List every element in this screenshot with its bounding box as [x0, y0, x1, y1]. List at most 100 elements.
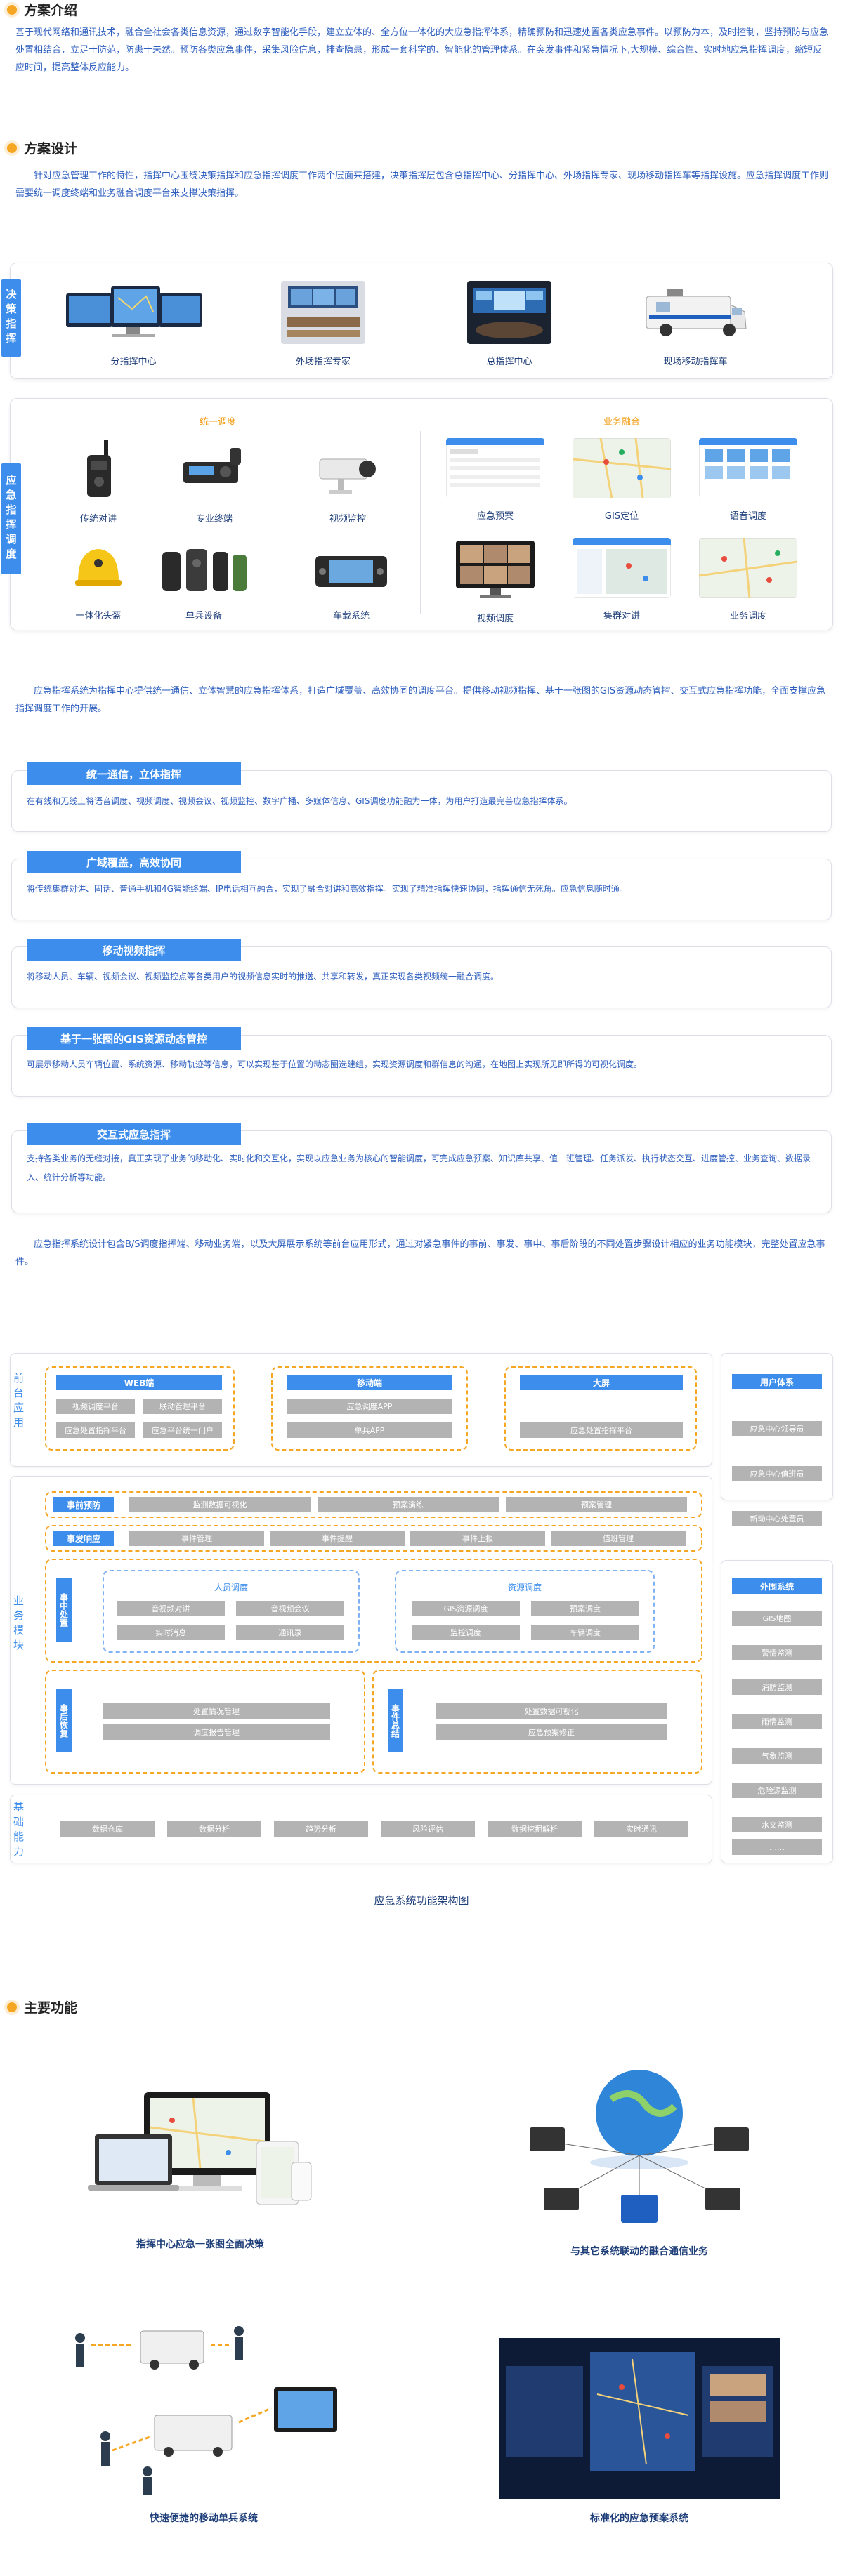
bullet-icon [7, 2002, 17, 2012]
business-item-label: 集群对讲 [603, 611, 640, 621]
business-item-voice: 语音调度 [695, 437, 801, 522]
globe-network-image [530, 2070, 749, 2223]
base-item: 数据仓库 [60, 1821, 155, 1837]
base-item: 趋势分析 [274, 1821, 368, 1837]
design-text: 针对应急管理工作的特性，指挥中心围绕决策指挥和应急指挥调度工作两个层面来搭建，决… [15, 171, 829, 199]
decision-item-label: 外场指挥专家 [295, 357, 351, 367]
during-head: 事中处置 [56, 1578, 72, 1642]
arch-intro-text: 应急指挥系统设计包含B/S调度指挥端、移动业务端，以及大屏展示系统等前台应用形式… [15, 1239, 825, 1267]
base-item: 数据挖掘解析 [488, 1821, 582, 1837]
platform-text: 应急指挥系统为指挥中心提供统一通信、立体智慧的应急指挥体系，打造广域覆盖、高效协… [15, 686, 826, 714]
function-caption: 指挥中心应急一张图全面决策 [136, 2239, 264, 2250]
design-title: 方案设计 [24, 141, 78, 157]
control-hall-image [467, 281, 551, 344]
multi-device-image [88, 2092, 312, 2205]
decision-item-label: 现场移动指挥车 [663, 357, 728, 367]
feature-head: 广域覆盖，高效协同 [27, 851, 241, 873]
function-caption: 标准化的应急预案系统 [590, 2513, 688, 2524]
car-radio-terminal-icon [183, 448, 241, 483]
resource-group [395, 1570, 655, 1653]
personnel-title: 人员调度 [214, 1583, 248, 1592]
incident-item: 事件管理 [129, 1531, 264, 1546]
web-item: 视频调度平台 [56, 1399, 135, 1414]
business-label: 业务模块 [12, 1595, 25, 1654]
mobile-soldier-scene-image [75, 2326, 337, 2495]
web-group [45, 1366, 235, 1451]
external-item: 警情监测 [732, 1645, 822, 1660]
web-item: 应急平台统一门户 [143, 1422, 222, 1438]
feature-box [11, 946, 832, 1008]
pre-warning-item: 预案演练 [318, 1497, 499, 1512]
incident-group [45, 1525, 702, 1552]
external-item: 水文监测 [732, 1817, 822, 1832]
feature-text: 将移动人员、车辆、视频会议、视频监控点等各类用户的视频信息实时的推送、共享和转发… [27, 972, 499, 982]
web-item: 联动管理平台 [143, 1399, 222, 1414]
after-group [45, 1670, 365, 1774]
feature-head: 交互式应急指挥 [27, 1123, 241, 1145]
users-item: 应急中心值班员 [732, 1466, 822, 1481]
feature-text: 在有线和无线上将语音调度、视频调度、视频会议、视频监控、数字广播、多媒体信息、G… [27, 796, 573, 806]
business-fusion-title: 业务融合 [603, 417, 640, 428]
summary-item: 处置数据可视化 [436, 1703, 667, 1719]
external-head: 外围系统 [732, 1578, 822, 1594]
mobile-item: 单兵APP [287, 1422, 452, 1438]
function-item-linkage: 与其它系统联动的融合通信业务 [513, 2057, 766, 2258]
summary-head: 事件总结 [388, 1689, 403, 1752]
base-item: 数据分析 [167, 1821, 261, 1837]
business-item-label: 语音调度 [729, 511, 766, 522]
unified-item-label: 专业终端 [195, 514, 233, 524]
dispatch-tab: 应急指挥调度 [1, 463, 21, 574]
incident-head: 事发响应 [53, 1531, 114, 1546]
screen-group [504, 1366, 697, 1451]
video-dispatch-screen [456, 541, 535, 598]
screen-item: 应急处置指挥平台 [520, 1422, 683, 1438]
feature-text: 支持各类业务的无缝对接，真正实现了业务的移动化、实时化和交互化，实现以应急业务为… [27, 1154, 811, 1182]
dispatch-panel [10, 398, 833, 630]
unified-item-label: 一体化头盔 [75, 611, 122, 621]
personnel-item: 实时消息 [117, 1625, 225, 1640]
decision-tab: 决策指挥 [1, 279, 21, 357]
function-caption: 与其它系统联动的融合通信业务 [570, 2246, 708, 2257]
unified-dispatch-title: 统一调度 [199, 417, 236, 428]
business-item-label: 应急预案 [476, 511, 514, 522]
panel-divider [420, 431, 421, 614]
incident-item: 事件上报 [410, 1531, 545, 1546]
decision-item-label: 总指挥中心 [486, 357, 532, 367]
resource-item: GIS资源调度 [412, 1601, 520, 1616]
after-item: 处置情况管理 [103, 1703, 330, 1719]
front-app-label: 前台应用 [12, 1373, 25, 1432]
decision-item-main-center: 总指挥中心 [464, 281, 555, 367]
business-item-cluster: 集群对讲 [569, 537, 674, 621]
mobile-head: 移动端 [287, 1375, 452, 1390]
function-item-mobile-soldier: 快速便捷的移动单兵系统 [56, 2317, 351, 2525]
resource-title: 资源调度 [507, 1583, 542, 1592]
intro-text: 基于现代网络和通讯技术，融合全社会各类信息资源，通过数字智能化手段，建立立体的、… [15, 27, 829, 73]
pre-warning-head: 事前预防 [53, 1497, 114, 1512]
unified-item-radio: 传统对讲 [63, 438, 133, 524]
function-item-decision-map: 指挥中心应急一张图全面决策 [70, 2085, 330, 2251]
incident-item: 事件提醒 [270, 1531, 405, 1546]
gis-map-screenshot [572, 437, 672, 499]
meeting-room-image [281, 281, 365, 344]
feature-box [11, 1035, 832, 1097]
resource-item: 车辆调度 [531, 1625, 639, 1640]
unified-item-terminal: 专业终端 [176, 438, 253, 524]
feature-box [11, 859, 832, 920]
feature-box [11, 770, 832, 832]
base-item: 实时通讯 [594, 1821, 688, 1837]
unified-item-label: 传统对讲 [79, 514, 117, 524]
screen-head: 大屏 [520, 1375, 683, 1390]
section-title-design: 方案设计 [7, 138, 77, 157]
cluster-talk-screenshot [572, 537, 672, 599]
users-item: 应急中心领导员 [732, 1421, 822, 1436]
business-item-label: 视频调度 [476, 614, 514, 624]
functions-title: 主要功能 [24, 2000, 78, 2016]
feature-box [11, 1130, 832, 1213]
walkie-talkie-icon [87, 440, 111, 497]
business-item-business: 业务调度 [695, 537, 801, 621]
function-item-plan-system: 标准化的应急预案系统 [492, 2338, 787, 2525]
business-item-gis: GIS定位 [569, 437, 674, 522]
unified-item-cctv: 视频监控 [309, 438, 386, 524]
section-title-intro: 方案介绍 [7, 0, 77, 19]
security-camera-icon [319, 458, 376, 494]
